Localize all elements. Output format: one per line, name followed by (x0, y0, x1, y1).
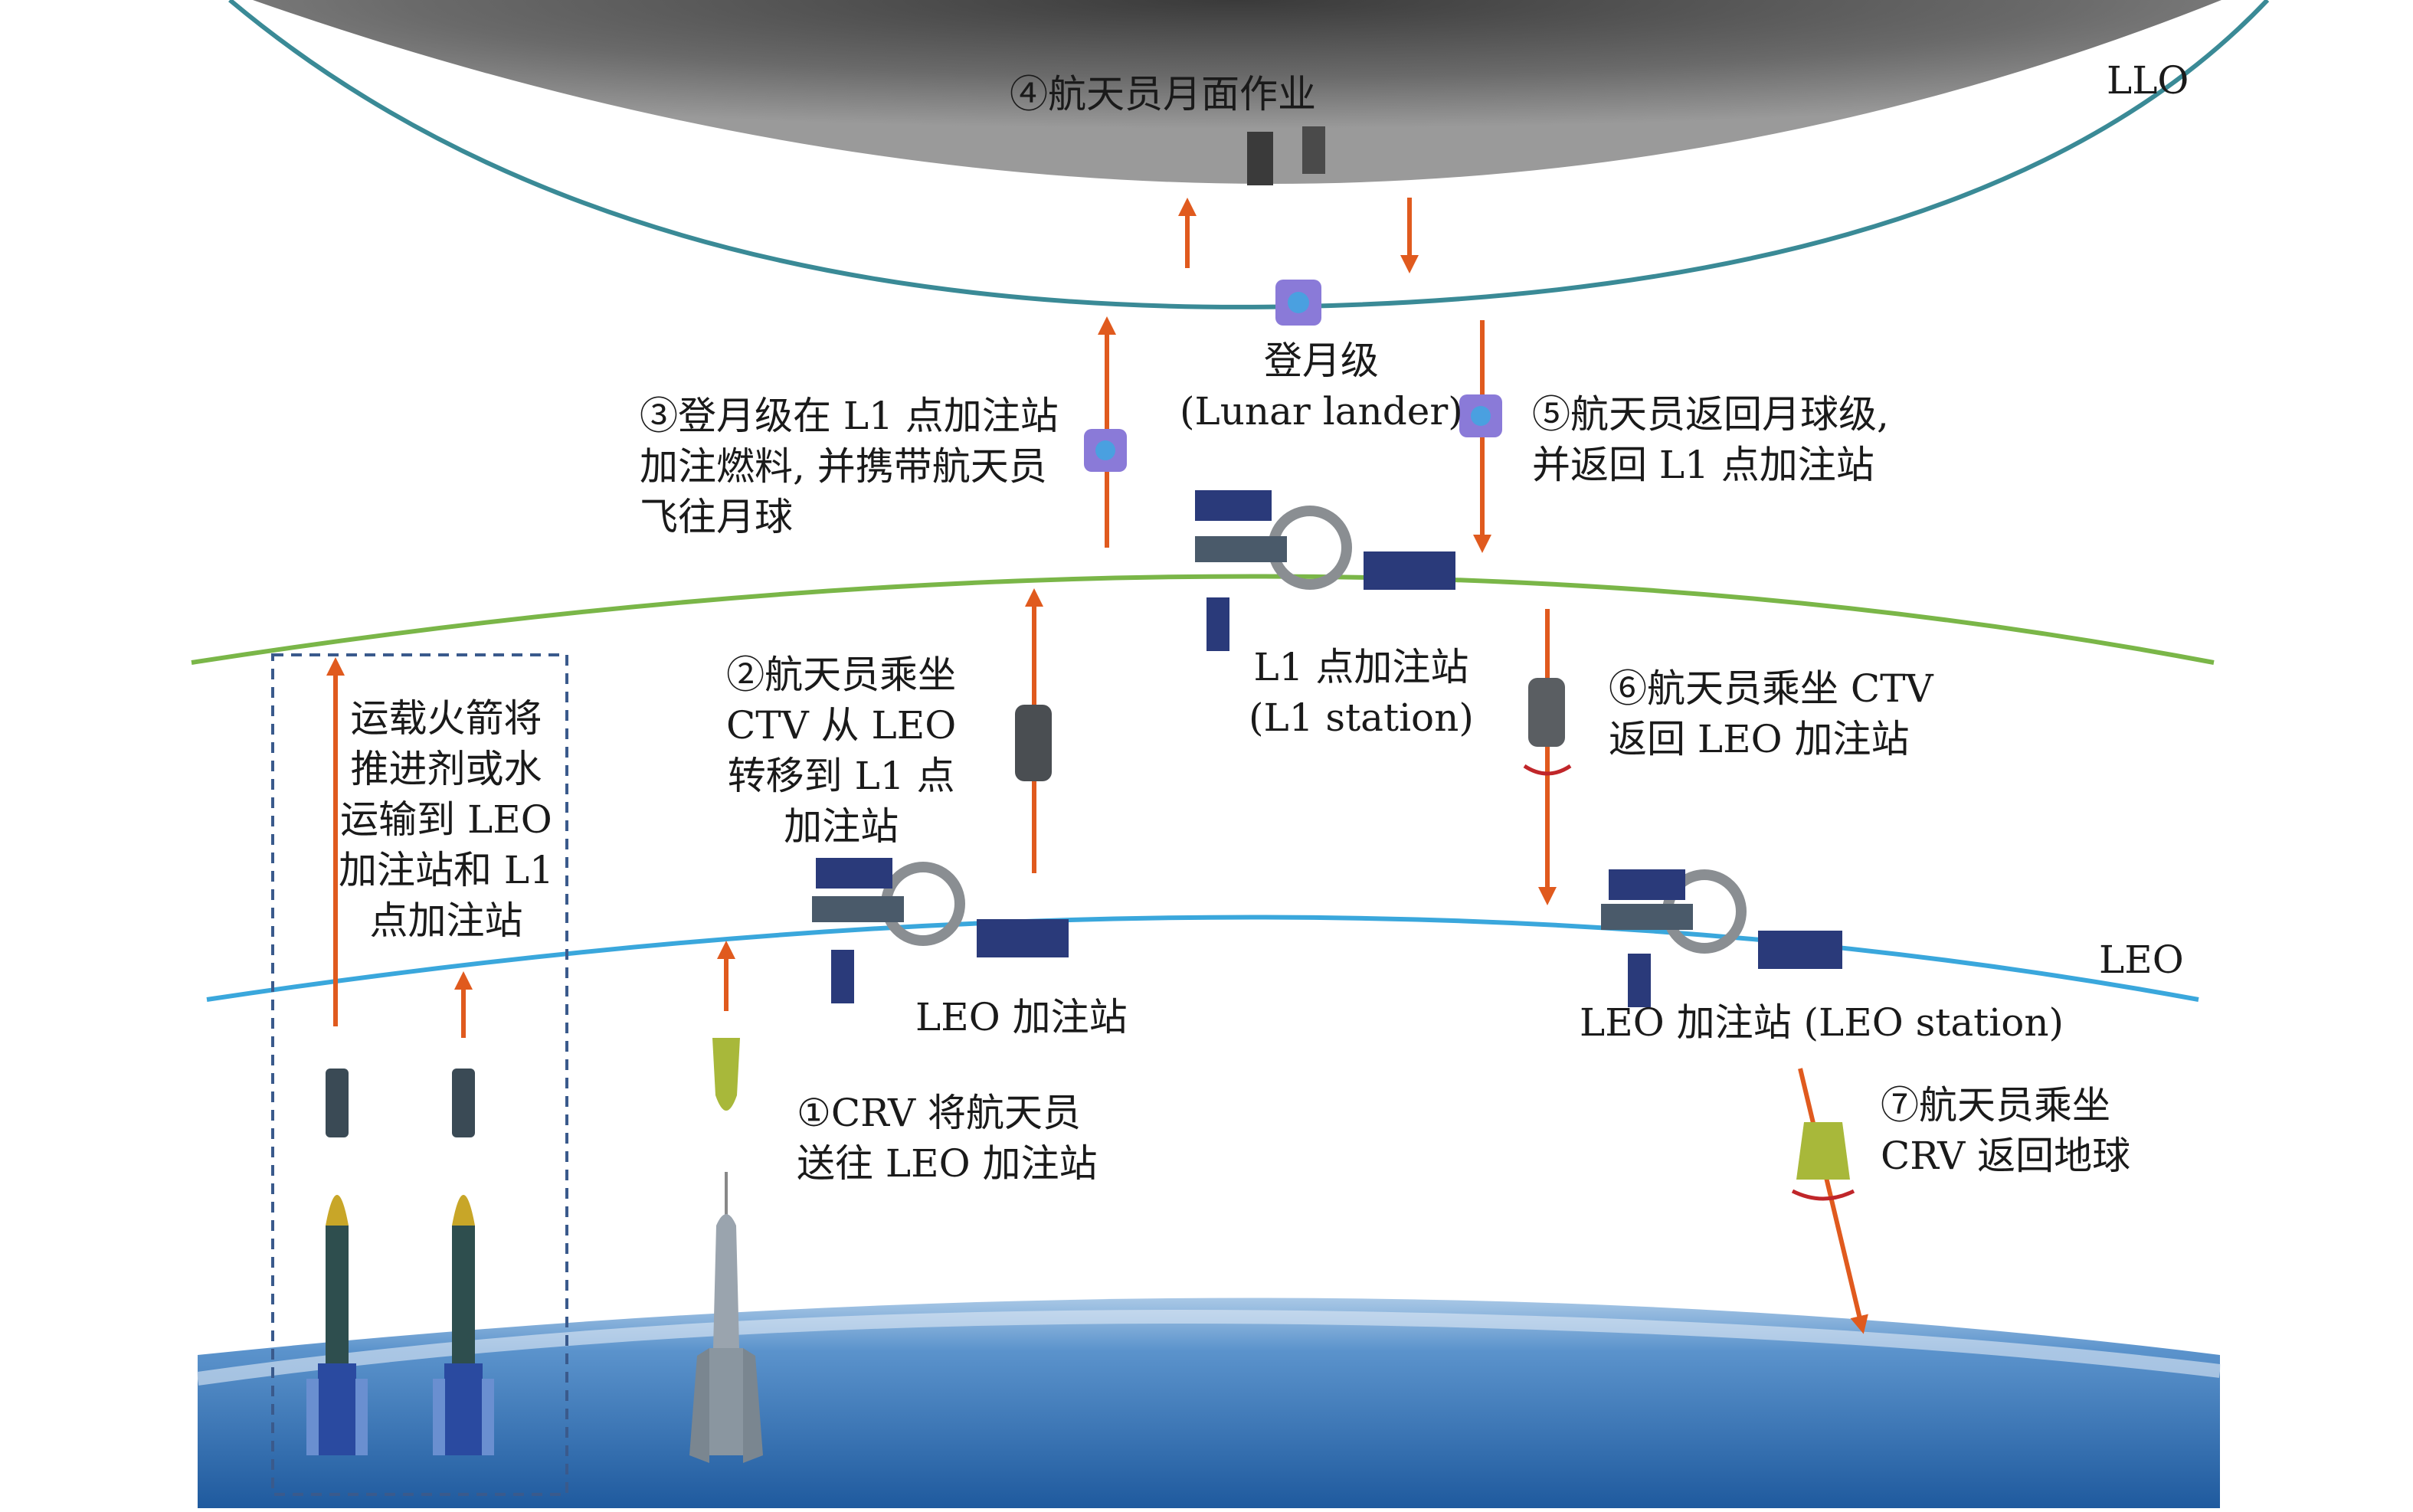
landers-on-moon (1247, 126, 1325, 185)
step7-line1: ⑦航天员乘坐 (1881, 1083, 2110, 1127)
earth-surface (198, 1298, 2220, 1508)
lunar-lander-ascending (1084, 429, 1127, 472)
step5-line2: 并返回 L1 点加注站 (1532, 443, 1874, 487)
leo-station-left (812, 858, 1069, 1003)
lander-label-cn: 登月级 (1263, 339, 1379, 383)
l1-station (1195, 490, 1455, 651)
cargo-dashed-box (271, 653, 568, 1496)
step4-label: ④航天员月面作业 (1010, 72, 1316, 116)
step6-label: ⑥航天员乘坐 CTV 返回 LEO 加注站 (1609, 663, 1933, 764)
step5-line1: ⑤航天员返回月球级, (1532, 392, 1889, 437)
cargo-rocket-right (433, 1069, 494, 1455)
step1-line1: ①CRV 将航天员 (797, 1091, 1081, 1135)
lander-label-en: (Lunar lander) (1180, 389, 1463, 434)
cargo-line1: 运载火箭将 (350, 696, 542, 741)
step6-line2: 返回 LEO 加注站 (1609, 717, 1910, 761)
step6-line1: ⑥航天员乘坐 CTV (1609, 666, 1933, 711)
step3-line2: 加注燃料, 并携带航天员 (640, 444, 1047, 489)
l1-station-label-en: (L1 station) (1249, 695, 1474, 740)
crv-returning (1791, 1122, 1855, 1201)
crew-launch-rocket (689, 1038, 763, 1463)
lunar-lander-label: 登月级 (Lunar lander) (1180, 335, 1463, 437)
leo-station-right-label: LEO 加注站 (LEO station) (1580, 1000, 2064, 1045)
cargo-line5: 点加注站 (369, 898, 523, 943)
cargo-label: 运载火箭将 推进剂或水 运输到 LEO 加注站和 L1 点加注站 (339, 693, 554, 946)
step7-line2: CRV 返回地球 (1881, 1134, 2131, 1178)
step1-label: ①CRV 将航天员 送往 LEO 加注站 (797, 1088, 1097, 1189)
step3-label: ③登月级在 L1 点加注站 加注燃料, 并携带航天员 飞往月球 (640, 391, 1059, 542)
l1-orbit-line (191, 574, 2215, 665)
leo-station-left-label: LEO 加注站 (915, 995, 1128, 1039)
cargo-line3: 运输到 LEO (340, 797, 552, 842)
step2-line2: CTV 从 LEO (726, 703, 957, 748)
llo-label: LLO (2107, 58, 2189, 103)
moon-surface (253, 0, 2221, 184)
step3-line1: ③登月级在 L1 点加注站 (640, 394, 1059, 438)
step5-label: ⑤航天员返回月球级, 并返回 L1 点加注站 (1532, 389, 1889, 490)
leo-station-right (1601, 869, 1842, 1007)
leo-label: LEO (2099, 938, 2184, 982)
leo-orbit-line (206, 915, 2199, 1002)
lunar-lander-returning (1459, 394, 1502, 437)
l1-station-label: L1 点加注站 (L1 station) (1249, 642, 1474, 743)
l1-station-label-cn: L1 点加注站 (1253, 645, 1469, 689)
earth-clouds (196, 1310, 2221, 1386)
cargo-line2: 推进剂或水 (350, 747, 542, 791)
ctv-descending (1523, 678, 1572, 776)
step3-line3: 飞往月球 (640, 495, 793, 539)
step7-label: ⑦航天员乘坐 CRV 返回地球 (1881, 1080, 2130, 1181)
ctv-ascending (1015, 705, 1052, 781)
step1-line2: 送往 LEO 加注站 (797, 1141, 1098, 1186)
cargo-line4: 加注站和 L1 (339, 848, 554, 892)
cargo-rocket-left (306, 1069, 368, 1455)
lunar-lander-on-llo (1275, 280, 1321, 326)
step2-label: ②航天员乘坐 CTV 从 LEO 转移到 L1 点 加注站 (726, 650, 956, 852)
step2-line4: 加注站 (784, 804, 899, 849)
step2-line3: 转移到 L1 点 (727, 754, 955, 798)
step2-line1: ②航天员乘坐 (726, 653, 957, 697)
